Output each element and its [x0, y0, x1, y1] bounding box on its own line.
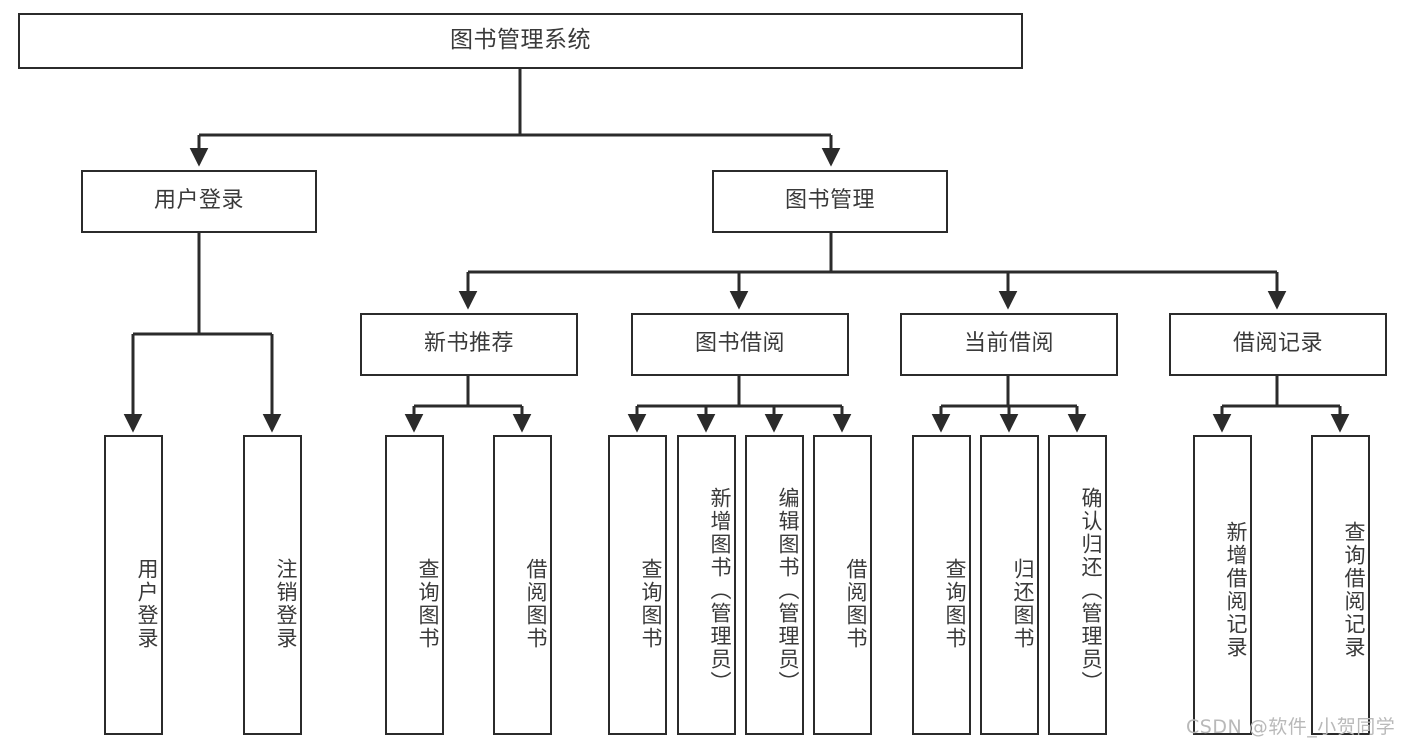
- node-label: 新书推荐: [423, 331, 514, 357]
- node-label: 用户登录: [153, 188, 244, 214]
- leaf-confirm-return[interactable]: 确认归还（管理员）: [1048, 435, 1107, 735]
- leaf-user-login[interactable]: 用户登录: [104, 435, 163, 735]
- node-book-borrow[interactable]: 图书借阅: [631, 313, 849, 376]
- node-label: 用户登录: [135, 558, 159, 650]
- node-label: 借阅图书: [844, 558, 868, 650]
- node-label: 新增借阅记录: [1224, 521, 1248, 659]
- node-new-book-rec[interactable]: 新书推荐: [360, 313, 578, 376]
- node-label: 图书借阅: [694, 331, 785, 357]
- node-label: 归还图书: [1011, 558, 1035, 650]
- node-current-borrow[interactable]: 当前借阅: [900, 313, 1118, 376]
- leaf-edit-book[interactable]: 编辑图书（管理员）: [745, 435, 804, 735]
- node-label: 借阅记录: [1232, 331, 1323, 357]
- leaf-return-book[interactable]: 归还图书: [980, 435, 1039, 735]
- node-label: 借阅图书: [524, 558, 548, 650]
- leaf-borrow-book-2[interactable]: 借阅图书: [813, 435, 872, 735]
- node-label: 图书管理系统: [450, 27, 591, 54]
- node-label: 当前借阅: [963, 331, 1054, 357]
- node-label: 查询图书: [416, 558, 440, 650]
- node-label: 确认归还（管理员）: [1079, 486, 1103, 694]
- node-book-manage[interactable]: 图书管理: [712, 170, 948, 233]
- node-label: 编辑图书（管理员）: [776, 486, 800, 694]
- leaf-add-book[interactable]: 新增图书（管理员）: [677, 435, 736, 735]
- node-label: 查询图书: [639, 558, 663, 650]
- leaf-borrow-book-1[interactable]: 借阅图书: [493, 435, 552, 735]
- node-label: 图书管理: [784, 188, 875, 214]
- leaf-query-record[interactable]: 查询借阅记录: [1311, 435, 1370, 735]
- node-root-system[interactable]: 图书管理系统: [18, 13, 1023, 69]
- node-user-login[interactable]: 用户登录: [81, 170, 317, 233]
- leaf-query-book-2[interactable]: 查询图书: [608, 435, 667, 735]
- leaf-query-book-1[interactable]: 查询图书: [385, 435, 444, 735]
- leaf-add-record[interactable]: 新增借阅记录: [1193, 435, 1252, 735]
- leaf-logout-login[interactable]: 注销登录: [243, 435, 302, 735]
- node-label: 查询图书: [943, 558, 967, 650]
- node-label: 注销登录: [274, 558, 298, 650]
- node-label: 新增图书（管理员）: [708, 486, 732, 694]
- leaf-query-book-3[interactable]: 查询图书: [912, 435, 971, 735]
- csdn-watermark: CSDN @软件_小贺同学: [1186, 716, 1396, 738]
- node-label: 查询借阅记录: [1342, 521, 1366, 659]
- node-borrow-record[interactable]: 借阅记录: [1169, 313, 1387, 376]
